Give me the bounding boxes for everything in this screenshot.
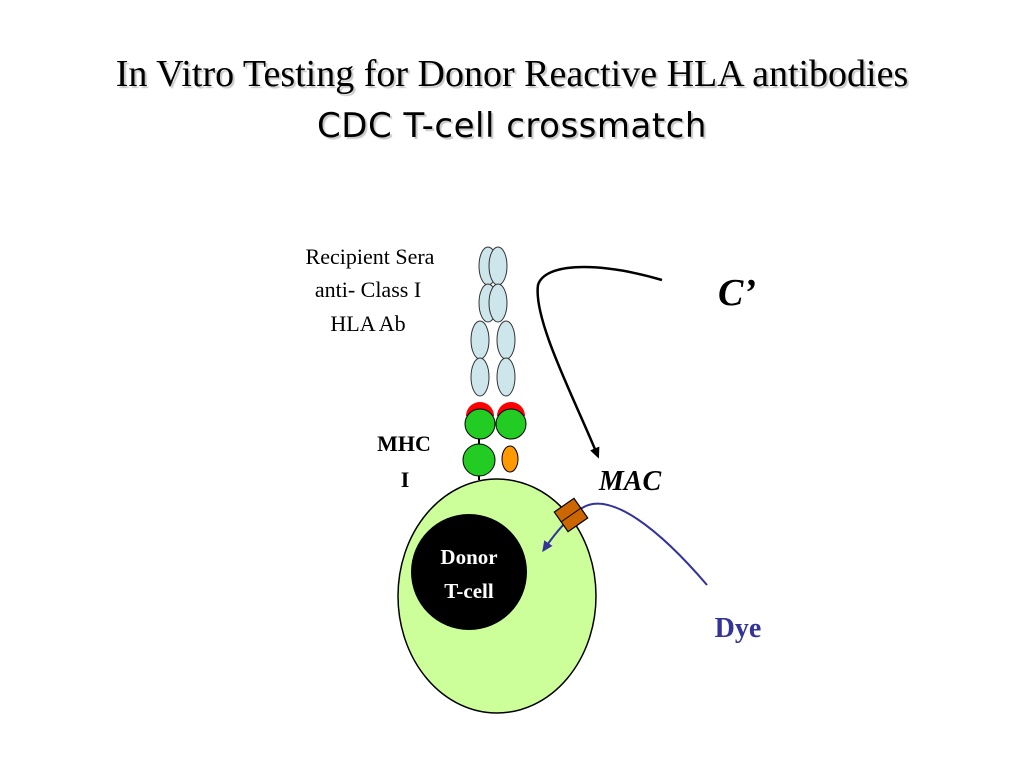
antibody-domain xyxy=(496,320,516,360)
antibody-domain xyxy=(488,283,508,323)
mhc-label-line1: MHC xyxy=(377,431,431,456)
nucleus-label-line2: T-cell xyxy=(444,579,494,603)
complement-arrow xyxy=(536,265,663,459)
dye-label: Dye xyxy=(715,613,762,644)
antibody-label-line3: HLA Ab xyxy=(330,311,405,336)
antibody-domain xyxy=(488,246,508,286)
antibody-domain xyxy=(470,357,490,397)
mhc-alpha2-domain xyxy=(495,408,527,440)
beta2-microglobulin xyxy=(501,445,519,473)
dye-arrow xyxy=(542,502,708,586)
nucleus-label-line1: Donor xyxy=(440,545,497,569)
mac-pore xyxy=(553,497,589,533)
slide-title: In Vitro Testing for Donor Reactive HLA … xyxy=(115,53,909,95)
antibody-label-line2: anti- Class I xyxy=(315,277,421,302)
nucleus xyxy=(411,514,527,630)
slide-subtitle: CDC T-cell crossmatch xyxy=(317,106,707,146)
mhc-alpha3-domain xyxy=(462,443,496,477)
mhc-label-line2: I xyxy=(401,467,410,492)
antibody-domain xyxy=(496,357,516,397)
antibody-domain xyxy=(470,320,490,360)
antibody-label-line1: Recipient Sera xyxy=(306,244,435,269)
mhc-alpha1-domain xyxy=(464,408,496,440)
complement-label: C’ xyxy=(718,272,756,314)
antibody xyxy=(470,246,516,397)
mac-label: MAC xyxy=(598,466,662,497)
